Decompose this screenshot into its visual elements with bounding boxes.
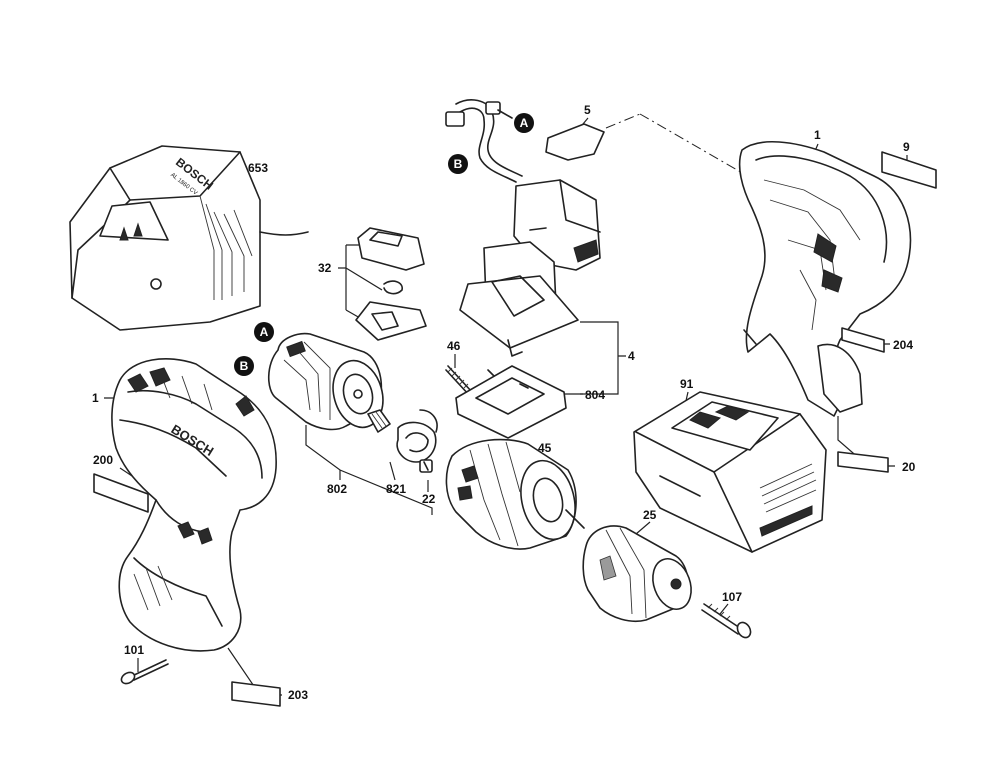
battery-charger-653: BOSCH AL 1860 CV [69,145,309,331]
callout-802: 802 [327,482,348,496]
label-sticker-20 [837,451,889,473]
callout-22: 22 [422,492,436,506]
label-sticker-204 [841,327,885,353]
callout-1-right-housing: 1 [814,128,821,142]
callout-653: 653 [248,161,269,175]
callout-203: 203 [288,688,309,702]
callout-25: 25 [643,508,657,522]
battery-pack-91 [633,391,827,553]
nameplates [93,123,937,707]
label-sticker-9 [881,151,937,189]
callout-204: 204 [893,338,914,352]
connector-b-motor-marker: B [234,356,254,376]
callout-32: 32 [318,261,332,275]
housing-half-left: BOSCH [111,358,277,652]
callout-5: 5 [584,103,591,117]
connector-a-motor-marker: A [254,322,274,342]
switch-wire-harness [445,99,523,183]
callout-45: 45 [538,441,552,455]
callout-200: 200 [93,453,114,467]
label-sticker-203 [231,681,281,707]
gearbox-plate-821 [396,409,438,463]
screw-101 [120,659,169,685]
keyless-chuck-25 [582,525,692,623]
connector-a-marker: A [514,113,534,133]
contact-plate-804 [455,365,567,439]
gearbox-45 [445,438,585,550]
motor-802 [267,332,391,433]
housing-half-right [738,140,912,417]
callout-101: 101 [124,643,145,657]
callout-821: 821 [386,482,407,496]
callout-4: 4 [628,349,635,363]
chuck-screw-107 [701,603,752,639]
callout-804: 804 [585,388,606,402]
callout-107: 107 [722,590,743,604]
callout-1-left-housing: 1 [92,391,99,405]
callout-9: 9 [903,140,910,154]
connector-b-marker: B [448,154,468,174]
callout-20: 20 [902,460,916,474]
label-sticker-5 [545,123,605,161]
label-sticker-200 [93,473,149,513]
callout-91: 91 [680,377,694,391]
switch-module-4 [459,179,601,357]
screw-22 [419,459,433,473]
callout-46: 46 [447,339,461,353]
direction-switch-32 [355,227,427,341]
